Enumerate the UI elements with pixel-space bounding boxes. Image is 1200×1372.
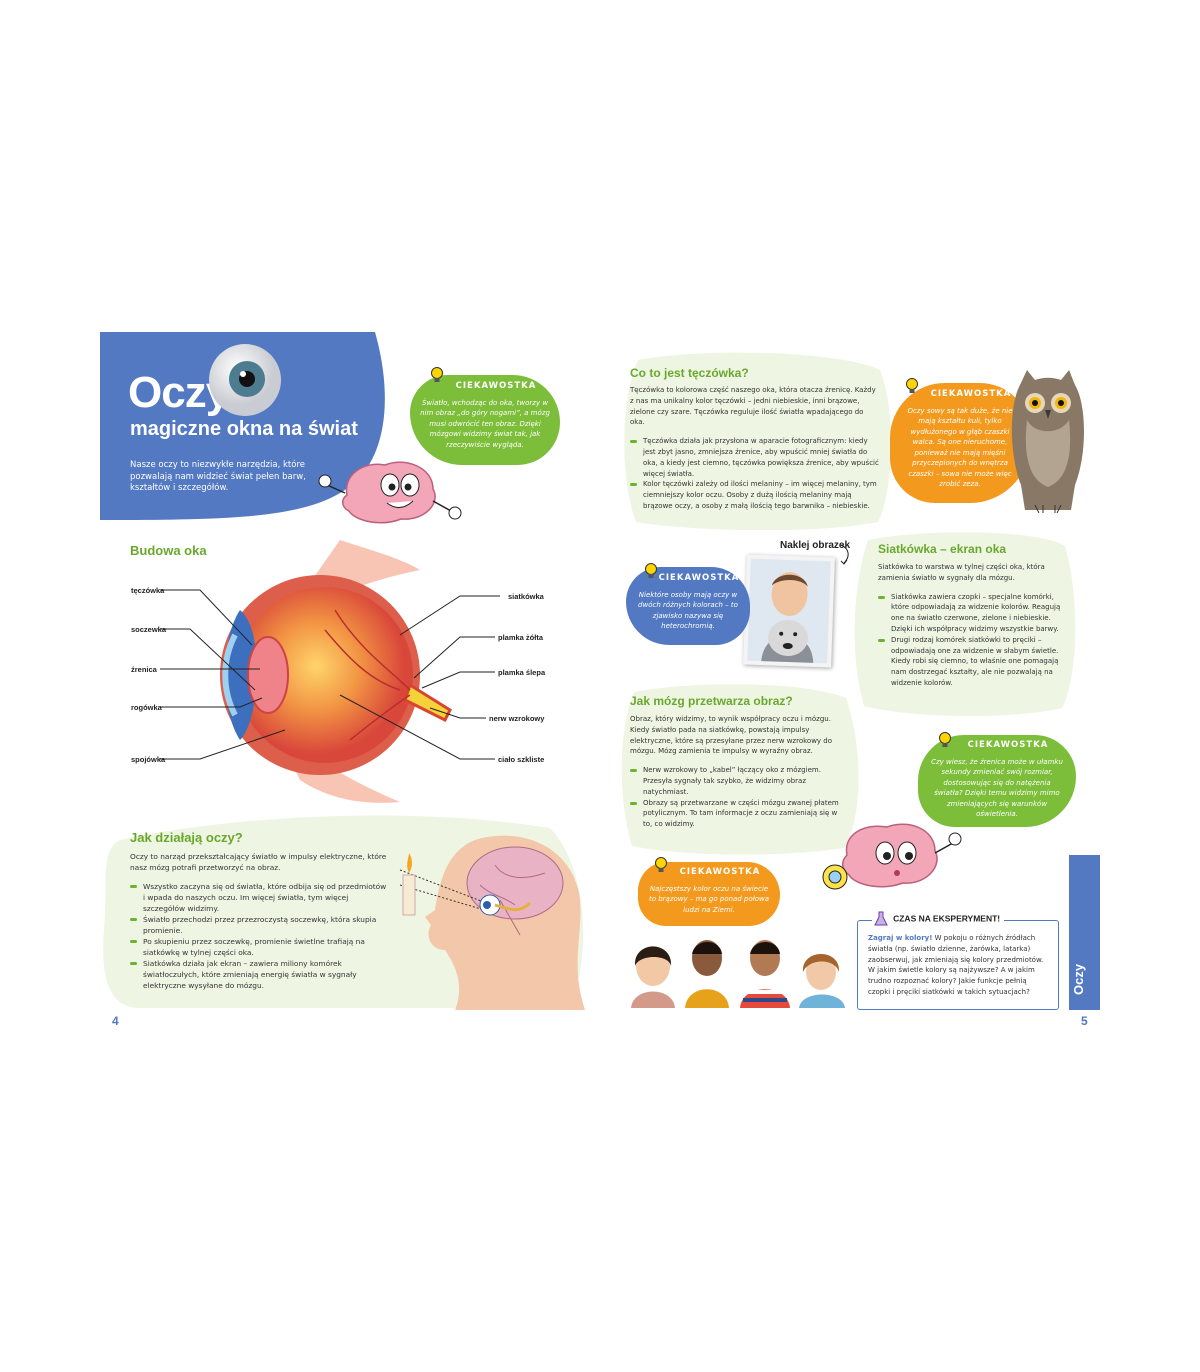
experiment-box: Zagraj w kolory! W pokoju o różnych źród… xyxy=(857,920,1059,1010)
iris-list: Tęczówka działa jak przysłona w aparacie… xyxy=(630,436,880,512)
retina-text: Siatkówka to warstwa w tylnej części oka… xyxy=(878,562,1068,689)
brain-processing-text: Obraz, który widzimy, to wynik współprac… xyxy=(630,714,840,830)
list-item: Drugi rodzaj komórek siatkówki to pręcik… xyxy=(878,635,1068,689)
fact-tag: CIEKAWOSTKA xyxy=(455,381,537,391)
list-item: Wszystko zaczyna się od światła, które o… xyxy=(130,881,390,914)
label-lines xyxy=(160,589,500,760)
fact-tag: CIEKAWOSTKA xyxy=(679,867,761,877)
label-nerw-wzrokowy: nerw wzrokowy xyxy=(489,714,545,723)
children-photo xyxy=(631,940,845,1008)
how-intro: Oczy to narząd przekształcający światło … xyxy=(130,852,387,872)
lightbulb-icon xyxy=(906,378,918,393)
iris-panel xyxy=(624,352,892,530)
boy-dog-photo xyxy=(747,558,831,664)
iris-text: Tęczówka to kolorowa część naszego oka, … xyxy=(630,385,880,512)
brain-processing-intro: Obraz, który widzimy, to wynik współprac… xyxy=(630,715,833,756)
brain-processing-heading: Jak mózg przetwarza obraz? xyxy=(630,694,793,708)
eyeball-image xyxy=(209,344,281,416)
experiment-body: W pokoju o różnych źródłach światła (np.… xyxy=(868,934,1044,996)
list-item: Tęczówka działa jak przysłona w aparacie… xyxy=(630,436,880,479)
label-teczowka: tęczówka xyxy=(131,586,165,595)
sticker-photo[interactable] xyxy=(743,554,835,668)
fact-bubble-owl: CIEKAWOSTKA Oczy sowy są tak duże, że ni… xyxy=(890,383,1030,503)
page-number-right: 5 xyxy=(1081,1014,1088,1028)
title-banner xyxy=(100,332,385,520)
list-item: Światło przechodzi przez przezroczystą s… xyxy=(130,914,390,936)
list-item: Po skupieniu przez soczewkę, promienie ś… xyxy=(130,936,390,958)
experiment-lead: Zagraj w kolory! xyxy=(868,934,933,942)
list-item: Kolor tęczówki zależy od ilości melaniny… xyxy=(630,479,880,511)
owl-image xyxy=(1011,370,1084,513)
label-zrenica: źrenica xyxy=(131,665,157,674)
lightbulb-icon xyxy=(645,563,657,578)
list-item: Siatkówka zawiera czopki – specjalne kom… xyxy=(878,592,1068,635)
label-rogowka: rogówka xyxy=(131,703,162,712)
side-tab-label: Oczy xyxy=(1071,963,1086,995)
iris-intro: Tęczówka to kolorowa część naszego oka, … xyxy=(630,386,876,427)
fact-bubble-light: CIEKAWOSTKA Światło, wchodząc do oka, tw… xyxy=(410,375,560,465)
fact-text: Niektóre osoby mają oczy w dwóch różnych… xyxy=(638,590,738,631)
label-siatkowka: siatkówka xyxy=(508,592,544,601)
label-spojowka: spojówka xyxy=(131,755,166,764)
experiment-heading: CZAS NA EKSPERYMENT! xyxy=(872,906,1005,929)
lightbulb-icon xyxy=(431,367,443,382)
fact-tag: CIEKAWOSTKA xyxy=(658,573,740,583)
fact-tag: CIEKAWOSTKA xyxy=(930,389,1012,399)
list-item: Siatkówka działa jak ekran – zawiera mil… xyxy=(130,958,390,991)
sticker-label: Naklej obrazek xyxy=(780,540,851,551)
label-soczewka: soczewka xyxy=(131,625,167,634)
side-tab[interactable]: Oczy xyxy=(1069,855,1100,1010)
page-subtitle: magiczne okna na świat xyxy=(130,418,358,440)
eye-structure-heading: Budowa oka xyxy=(130,543,207,558)
fact-text: Oczy sowy są tak duże, że nie mają kszta… xyxy=(907,406,1013,489)
fact-tag: CIEKAWOSTKA xyxy=(967,740,1049,750)
list-item: Obrazy są przetwarzane w części mózgu zw… xyxy=(630,798,840,830)
retina-intro: Siatkówka to warstwa w tylnej części oka… xyxy=(878,563,1045,582)
lightbulb-icon xyxy=(655,857,667,872)
retina-list: Siatkówka zawiera czopki – specjalne kom… xyxy=(878,592,1068,689)
experiment-text: Zagraj w kolory! W pokoju o różnych źród… xyxy=(858,921,1058,998)
fact-bubble-pupil: CIEKAWOSTKA Czy wiesz, że źrenica może w… xyxy=(918,735,1076,827)
fact-text: Czy wiesz, że źrenica może w ułamku seku… xyxy=(931,757,1063,819)
brain-mascot-icon xyxy=(822,823,962,890)
experiment-heading-text: CZAS NA EKSPERYMENT! xyxy=(893,913,1001,924)
how-text: Oczy to narząd przekształcający światło … xyxy=(130,851,390,991)
retina-panel xyxy=(854,532,1076,717)
intro-text: Nasze oczy to niezwykłe narzędzia, które… xyxy=(130,460,306,493)
curved-arrow-icon xyxy=(840,544,849,565)
label-cialo-szkliste: ciało szkliste xyxy=(498,755,545,764)
iris-heading: Co to jest tęczówka? xyxy=(630,366,749,380)
head-brain-illustration xyxy=(399,835,585,1010)
brain-mascot-icon xyxy=(318,461,462,524)
label-plamka-zolta: plamka żółta xyxy=(498,633,544,642)
lightbulb-icon xyxy=(939,732,951,747)
fact-text: Światło, wchodząc do oka, tworzy w nim o… xyxy=(420,398,550,449)
flask-icon xyxy=(874,911,888,925)
brain-processing-list: Nerw wzrokowy to „kabel” łączący oko z m… xyxy=(630,765,840,830)
fact-bubble-brown-eyes: CIEKAWOSTKA Najczęstszy kolor oczu na św… xyxy=(638,862,780,926)
fact-bubble-heterochromia: CIEKAWOSTKA Niektóre osoby mają oczy w d… xyxy=(626,567,750,645)
brain-processing-panel xyxy=(621,684,859,855)
how-list: Wszystko zaczyna się od światła, które o… xyxy=(130,881,390,991)
page-number-left: 4 xyxy=(112,1014,119,1028)
label-plamka-slepa: plamka ślepa xyxy=(498,668,546,677)
retina-heading: Siatkówka – ekran oka xyxy=(878,542,1007,556)
fact-text: Najczęstszy kolor oczu na świecie to brą… xyxy=(648,884,770,914)
eye-diagram xyxy=(220,540,452,803)
how-heading: Jak działają oczy? xyxy=(130,830,243,845)
list-item: Nerw wzrokowy to „kabel” łączący oko z m… xyxy=(630,765,840,797)
